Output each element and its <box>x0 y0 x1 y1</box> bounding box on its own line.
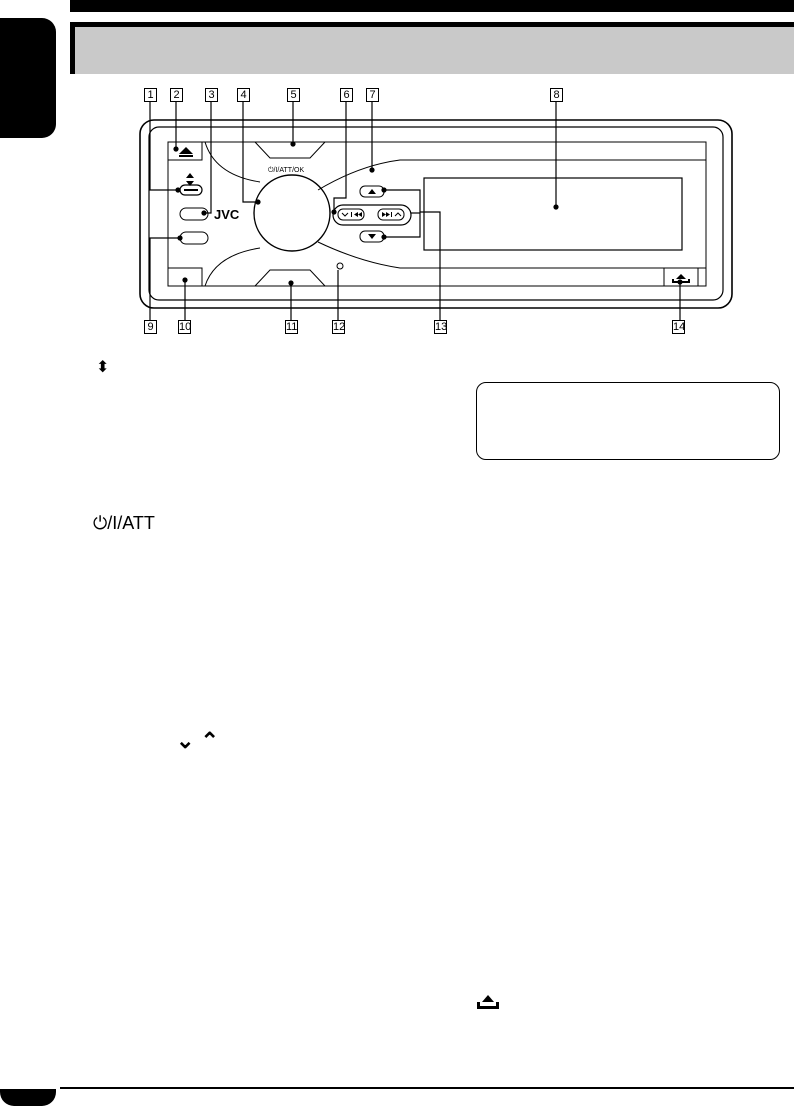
section-header <box>70 22 794 74</box>
outer-frame <box>139 119 733 309</box>
top-rule <box>70 0 794 12</box>
power-att-label: ⏻/I/ATT <box>93 513 155 533</box>
button-3 <box>179 207 209 221</box>
faceplate-diagram: JVC ⏻/I/ATT/OK <box>139 102 733 320</box>
detach-icon <box>186 173 194 186</box>
prev-track-icon <box>341 212 349 217</box>
control-dial <box>253 174 331 252</box>
eject-button <box>167 141 203 161</box>
next-button <box>377 208 405 221</box>
panel-face <box>167 141 707 287</box>
callout-10: 10 <box>178 320 192 334</box>
callout-14: 14 <box>672 320 686 334</box>
language-side-tab <box>0 18 56 138</box>
callout-11: 11 <box>285 320 298 334</box>
leader-lines <box>149 102 683 320</box>
note-box <box>476 382 780 460</box>
prev-button <box>337 208 365 221</box>
track-button-group <box>332 204 412 226</box>
dial-label: ⏻/I/ATT/OK <box>268 166 304 174</box>
callout-3: 3 <box>205 88 218 102</box>
callout-4: 4 <box>237 88 250 102</box>
top-notch <box>254 141 326 159</box>
callout-2: 2 <box>170 88 183 102</box>
detach-button <box>663 267 699 287</box>
remote-sensor-icon <box>336 262 344 270</box>
inner-frame <box>148 126 724 301</box>
detach-glyph: ⬍ <box>96 359 110 376</box>
up-arrow-icon <box>368 189 376 194</box>
callout-6: 6 <box>340 88 353 102</box>
callout-7: 7 <box>366 88 379 102</box>
bottom-notch <box>254 269 326 287</box>
callout-1: 1 <box>144 88 157 102</box>
page-number-tab <box>0 1089 56 1106</box>
button-9 <box>179 231 209 245</box>
callout-8: 8 <box>550 88 563 102</box>
brand-logo: JVC <box>214 207 240 222</box>
callout-5: 5 <box>287 88 300 102</box>
arrow-glyphs: ⌄ ⌃ <box>176 728 219 753</box>
next-track-icon <box>382 212 390 217</box>
callout-9: 9 <box>144 320 157 334</box>
callout-13: 13 <box>434 320 448 334</box>
detach-panel-icon <box>477 995 499 1009</box>
down-arrow-icon <box>368 234 376 239</box>
display-window <box>423 177 683 251</box>
callout-12: 12 <box>332 320 346 334</box>
bottom-rule <box>60 1087 794 1089</box>
eject-icon <box>179 147 193 154</box>
